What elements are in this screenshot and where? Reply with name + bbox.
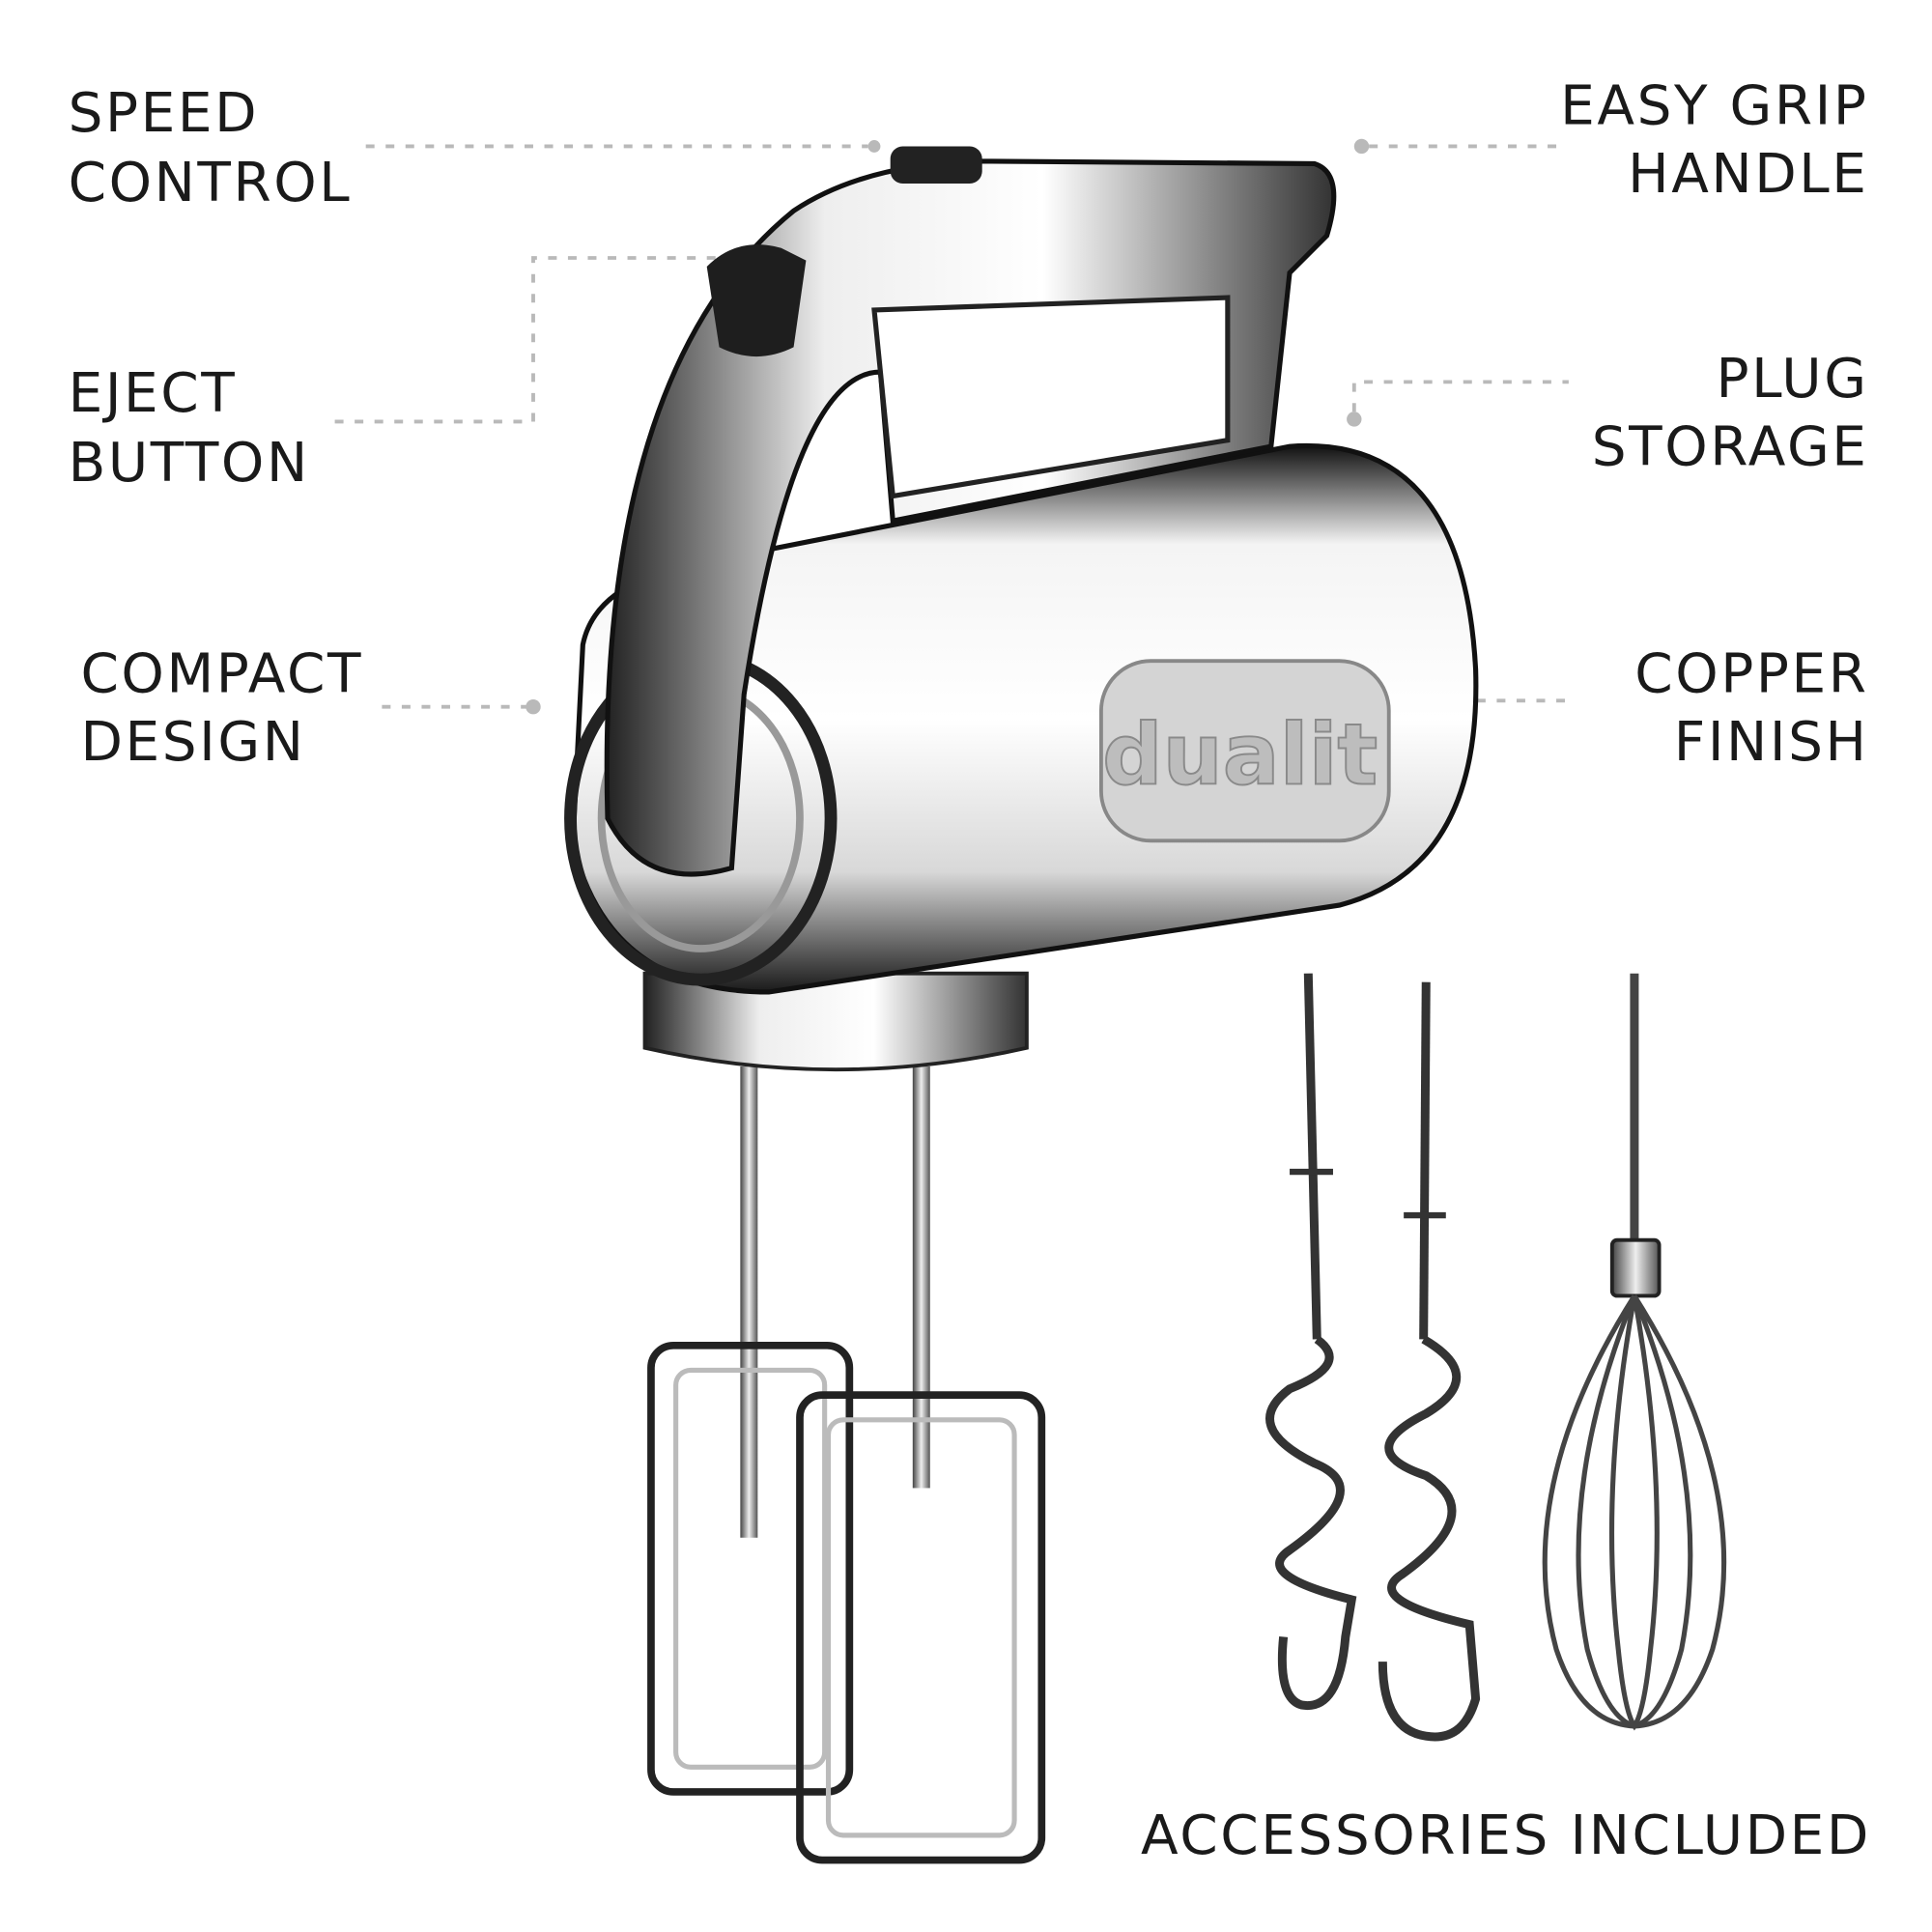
label-compact-line1: COMPACT (80, 642, 363, 705)
dough-hook-2 (1378, 981, 1481, 1742)
leader-compact-design (382, 699, 541, 715)
label-plug-line2: STORAGE (1592, 415, 1869, 478)
label-grip-line2: HANDLE (1628, 143, 1868, 206)
beater-right (796, 1391, 1046, 1864)
dough-hook-1 (1265, 973, 1357, 1711)
beater-rod-right (912, 1065, 930, 1489)
speed-control-knob (890, 146, 982, 184)
beater-rod-left (740, 1065, 758, 1538)
label-speed-line2: CONTROL (69, 152, 353, 214)
handle-opening (871, 295, 1231, 499)
leader-plug-storage (1347, 380, 1569, 427)
leader-speed-control (365, 140, 881, 153)
label-accessories-included: ACCESSORIES INCLUDED (1141, 1804, 1871, 1867)
eject-button (706, 244, 807, 357)
balloon-whisk (1542, 973, 1727, 1731)
beater-left (647, 1341, 854, 1796)
label-compact-line2: DESIGN (80, 711, 305, 774)
label-copper-line2: FINISH (1674, 711, 1869, 774)
hand-mixer: dualit (564, 146, 1479, 1864)
label-plug-line1: PLUG (1716, 348, 1868, 411)
label-copper-line1: COPPER (1634, 642, 1868, 705)
label-eject-line2: BUTTON (69, 432, 310, 495)
brand-logo: dualit (1102, 705, 1378, 804)
leader-eject-button (334, 256, 717, 424)
beater-collar (642, 971, 1029, 1072)
brand-plaque (1098, 659, 1391, 843)
label-grip-line1: EASY GRIP (1560, 74, 1868, 137)
label-speed-line1: SPEED (69, 82, 260, 145)
label-eject-line1: EJECT (69, 362, 238, 425)
leader-easy-grip-handle (1353, 138, 1566, 155)
